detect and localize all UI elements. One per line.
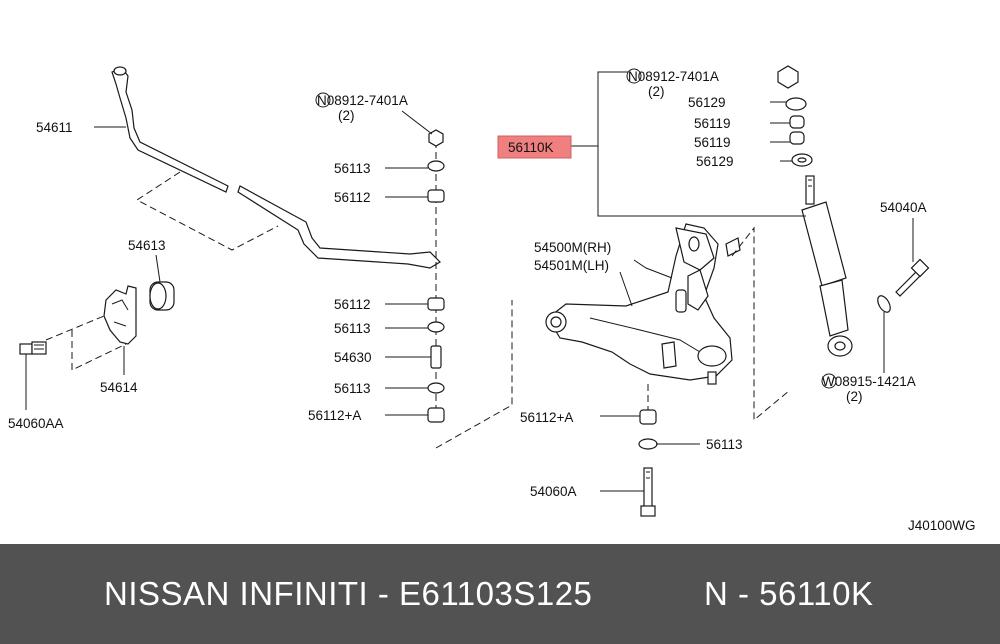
label-56113-d: 56113: [706, 437, 743, 452]
diagram-code: J40100WG: [908, 518, 976, 533]
highlight-56110K: [497, 135, 572, 159]
bolt-54060AA: [19, 341, 47, 355]
label-56129-b: 56129: [696, 154, 734, 169]
bushing-54613: [149, 281, 175, 311]
label-56112-b: 56112: [334, 297, 371, 312]
arm-bolt-parts: [638, 409, 658, 517]
label-54611: 54611: [36, 120, 73, 135]
shock-absorber: [801, 175, 853, 357]
bracket-54614: [103, 285, 137, 345]
label-56112A-right: 56112+A: [520, 410, 573, 425]
label-w08915-qty: (2): [846, 389, 863, 404]
center-stack-parts: [427, 129, 445, 423]
label-w08915: W08915-1421A: [822, 374, 916, 389]
label-n08912-right: N08912-7401A: [628, 69, 719, 84]
label-n08912-left: N08912-7401A: [317, 93, 408, 108]
washer-08915: [877, 295, 891, 313]
footer-brand: NISSAN INFINITI - E61103S125: [104, 575, 593, 612]
label-54614: 54614: [100, 380, 138, 395]
label-56119-b: 56119: [694, 135, 731, 150]
footer-part-number: N - 56110K: [704, 575, 874, 612]
label-56112A-left: 56112+A: [308, 408, 361, 423]
w-circle: [821, 373, 837, 389]
label-56112-a: 56112: [334, 190, 371, 205]
label-54060A: 54060A: [530, 484, 577, 499]
n-circle-right: [626, 68, 642, 84]
label-56110K: 56110K: [508, 140, 554, 155]
label-54060AA: 54060AA: [8, 416, 64, 431]
label-54630: 54630: [334, 350, 372, 365]
label-56113-c: 56113: [334, 381, 371, 396]
label-54040A: 54040A: [880, 200, 927, 215]
label-56113-b: 56113: [334, 321, 371, 336]
footer-text: NISSAN INFINITI - E61103S125 N - 56110K: [0, 544, 1000, 644]
parts-diagram: 54611 54613 54614 54060AA N08912-7401A (…: [8, 65, 976, 533]
stabilizer-bar: [111, 66, 441, 269]
label-56129-a: 56129: [688, 95, 726, 110]
n-circle-left: [315, 92, 331, 108]
footer-bar: NISSAN INFINITI - E61103S125 N - 56110K: [0, 544, 1000, 644]
label-n08912-left-qty: (2): [338, 108, 355, 123]
label-n08912-right-qty: (2): [648, 84, 665, 99]
mount-stack: [777, 65, 813, 167]
lower-control-arm: [545, 223, 741, 385]
label-54501M: 54501M(LH): [534, 258, 609, 273]
label-54500M: 54500M(RH): [534, 240, 611, 255]
label-56119-a: 56119: [694, 116, 731, 131]
label-56113-a: 56113: [334, 161, 371, 176]
label-54613: 54613: [128, 238, 166, 253]
bolt-54040A: [895, 258, 930, 297]
